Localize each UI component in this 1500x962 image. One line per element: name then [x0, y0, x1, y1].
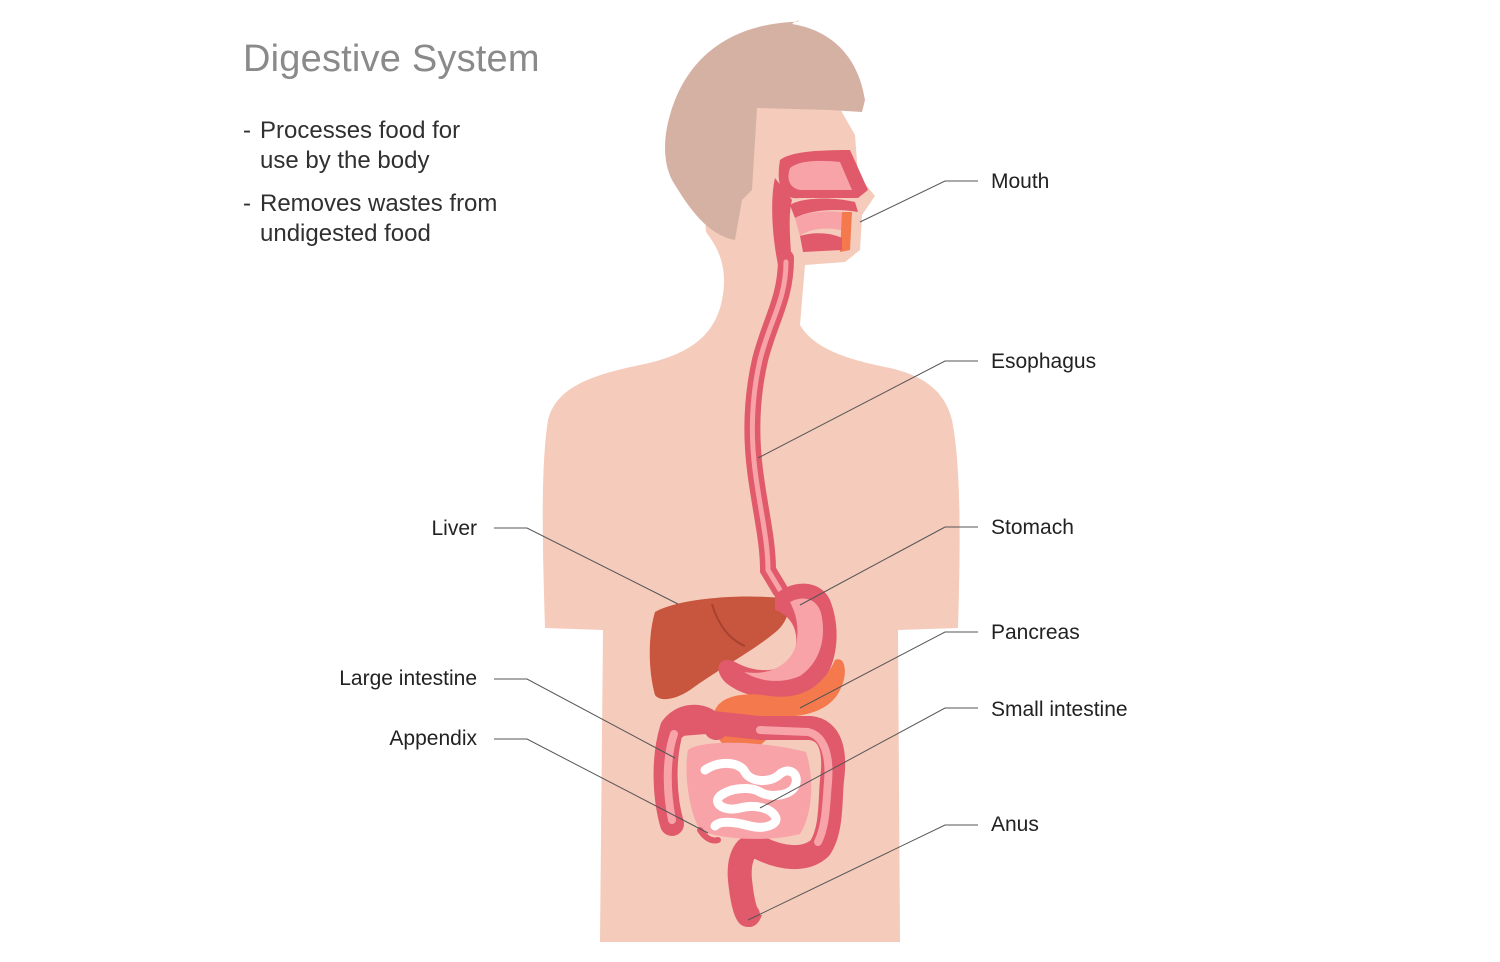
description-item: - Processes food for use by the body [243, 116, 543, 176]
label-esophagus: Esophagus [991, 350, 1097, 373]
label-stomach: Stomach [991, 516, 1074, 539]
label-pancreas: Pancreas [991, 621, 1080, 644]
leader-appendix [494, 738, 709, 834]
leader-lines [494, 180, 978, 921]
leader-large-intestine [494, 678, 676, 759]
bullet-dash: - [243, 190, 251, 217]
leader-mouth [859, 180, 978, 223]
description-line: undigested food [260, 220, 431, 247]
leader-stomach [799, 526, 978, 606]
appendix-organ [697, 827, 721, 844]
description-line: Removes wastes from [260, 190, 498, 217]
leader-anus [747, 824, 978, 921]
head-internals [772, 150, 868, 265]
body-silhouette [542, 100, 960, 942]
label-liver: Liver [431, 517, 477, 540]
leader-liver [494, 527, 679, 605]
anus-organ [738, 915, 762, 928]
label-mouth: Mouth [991, 170, 1050, 193]
small-intestine-organ [686, 742, 812, 839]
hair [665, 20, 865, 240]
label-anus: Anus [991, 813, 1039, 836]
description-line: Processes food for [260, 117, 461, 144]
label-appendix: Appendix [389, 727, 477, 750]
label-large-intestine: Large intestine [339, 667, 477, 690]
description-line: use by the body [260, 147, 430, 174]
bullet-dash: - [243, 117, 251, 144]
description-list: - Processes food for use by the body - R… [243, 116, 543, 262]
liver-organ [649, 596, 789, 700]
label-small-intestine: Small intestine [991, 698, 1128, 721]
leader-esophagus [757, 360, 978, 459]
diagram-title: Digestive System [243, 38, 540, 80]
description-item: - Removes wastes from undigested food [243, 189, 543, 249]
leader-small-intestine [759, 707, 978, 809]
leader-pancreas [799, 631, 978, 709]
